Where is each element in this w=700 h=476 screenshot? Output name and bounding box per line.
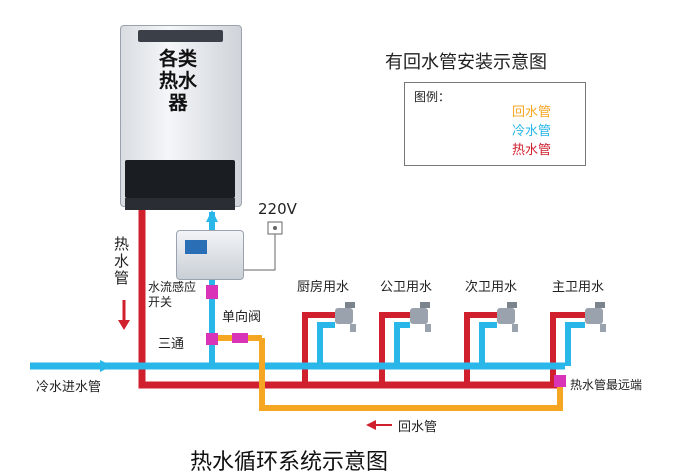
cold-branch-master [565, 322, 585, 366]
cold-inlet-label: 冷水进水管 [36, 380, 102, 395]
cold-inlet-arrow [100, 360, 112, 372]
return-pipe-label: 回水管 [398, 420, 438, 435]
tap-label-second: 次卫用水 [465, 280, 518, 295]
cold-branch-kitchen [317, 322, 335, 366]
tee-fitting [206, 333, 218, 345]
check-valve-label: 单向阀 [222, 310, 262, 325]
heater-base [125, 198, 235, 210]
bottom-title: 热水循环系统示意图 [190, 450, 389, 475]
farthest-fitting [554, 375, 566, 387]
cold-branch-second [479, 322, 497, 366]
hot-branch-kitchen [302, 312, 335, 385]
cold-up-arrow [206, 210, 218, 222]
cold-branch-public [394, 322, 410, 366]
legend-item-hot: 热水管 [512, 143, 552, 158]
heater-label: 各类热水器 [158, 48, 197, 114]
hot-branch-public [379, 312, 410, 385]
tap-label-public: 公卫用水 [380, 280, 433, 295]
tap-label-master: 主卫用水 [552, 280, 605, 295]
pump-screen [185, 240, 207, 254]
heater-control-panel [125, 160, 235, 198]
legend [404, 82, 586, 166]
return-arrow [366, 420, 376, 430]
hot-down-arrow [118, 320, 130, 330]
hot-water-main [138, 210, 560, 389]
tee-label: 三通 [158, 337, 185, 352]
tap-label-kitchen: 厨房用水 [297, 280, 350, 295]
legend-item-cold: 冷水管 [512, 124, 552, 139]
return-pipe [259, 338, 563, 411]
faucet-master [585, 302, 606, 332]
legend-item-return: 回水管 [512, 105, 552, 120]
heater-badge [138, 30, 223, 42]
farthest-label: 热水管最远端 [570, 378, 643, 392]
hot-branch-master [550, 312, 585, 385]
faucet-kitchen [335, 302, 356, 332]
faucet-public [410, 302, 431, 332]
flow-switch [206, 285, 218, 299]
flow-switch-label: 水流感应开关 [148, 280, 197, 309]
legend-title: 图例： [414, 90, 451, 104]
check-valve [232, 333, 248, 343]
hot-pipe-label: 热水管 [114, 235, 130, 287]
faucet-second [497, 302, 518, 332]
diagram-title: 有回水管安装示意图 [385, 52, 547, 73]
outlet-dot [273, 226, 277, 230]
circulation-pump [176, 230, 244, 280]
hot-branch-second [464, 312, 497, 385]
voltage-label: 220V [258, 200, 297, 218]
power-cable [242, 232, 276, 271]
